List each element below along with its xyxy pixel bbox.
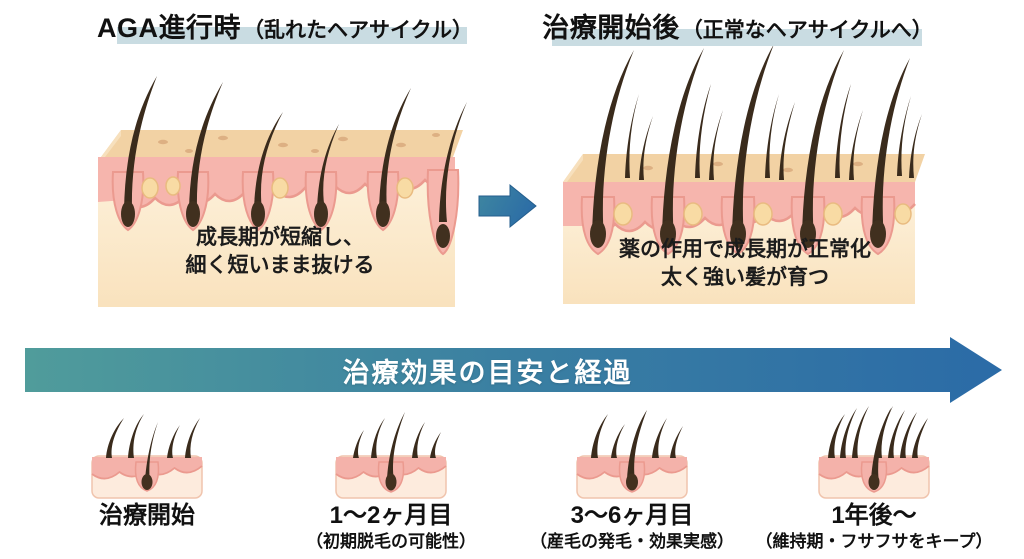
stage1-skin-icon (91, 414, 203, 499)
flow-arrow-icon (478, 183, 537, 229)
before-panel-title: AGA進行時 （乱れたヘアサイクル） (97, 6, 473, 45)
after-title-sub: （正常なヘアサイクルへ） (681, 19, 933, 42)
skin-before-illustration (98, 76, 467, 307)
stage2-label: 1〜2ヶ月目 (329, 502, 453, 529)
stage3-skin-icon (576, 410, 688, 499)
stage2-skin-icon (335, 412, 447, 499)
after-caption-line1: 薬の作用で成長期が正常化 (619, 238, 871, 261)
stage3-sublabel: （産毛の発毛・効果実感） (530, 532, 734, 551)
banner-label: 治療効果の目安と経過 (342, 358, 633, 388)
timeline-stage-3: 3〜6ヶ月目 （産毛の発毛・効果実感） (512, 410, 752, 553)
before-caption-line2: 細く短いまま抜ける (185, 254, 375, 277)
stage1-label: 治療開始 (99, 502, 195, 529)
stage4-skin-icon (818, 406, 930, 499)
stage4-label: 1年後〜 (831, 502, 917, 529)
before-title-sub: （乱れたヘアサイクル） (243, 19, 473, 42)
timeline-stage-4: 1年後〜 （維持期・フサフサをキープ） (754, 404, 994, 553)
timeline-stage-2: 1〜2ヶ月目 （初期脱毛の可能性） (271, 410, 511, 553)
after-title-main: 治療開始後 (542, 13, 680, 43)
before-panel-caption: 成長期が短縮し、 細く短いまま抜ける (110, 224, 450, 280)
banner-arrow-icon (25, 337, 1002, 403)
before-title-highlight (117, 27, 467, 44)
stage2-sublabel: （初期脱毛の可能性） (306, 532, 476, 551)
after-panel-caption: 薬の作用で成長期が正常化 太く強い髪が育つ (570, 236, 920, 292)
before-title-main: AGA進行時 (97, 13, 242, 43)
skin-after-illustration (563, 44, 925, 304)
stage4-sublabel: （維持期・フサフサをキープ） (755, 532, 993, 551)
stage3-label: 3〜6ヶ月目 (570, 502, 694, 529)
after-panel-title: 治療開始後 （正常なヘアサイクルへ） (542, 6, 933, 45)
after-title-highlight (552, 29, 922, 46)
after-caption-line2: 太く強い髪が育つ (661, 266, 829, 289)
timeline-stage-1: 治療開始 (27, 410, 267, 531)
before-caption-line1: 成長期が短縮し、 (196, 226, 364, 249)
